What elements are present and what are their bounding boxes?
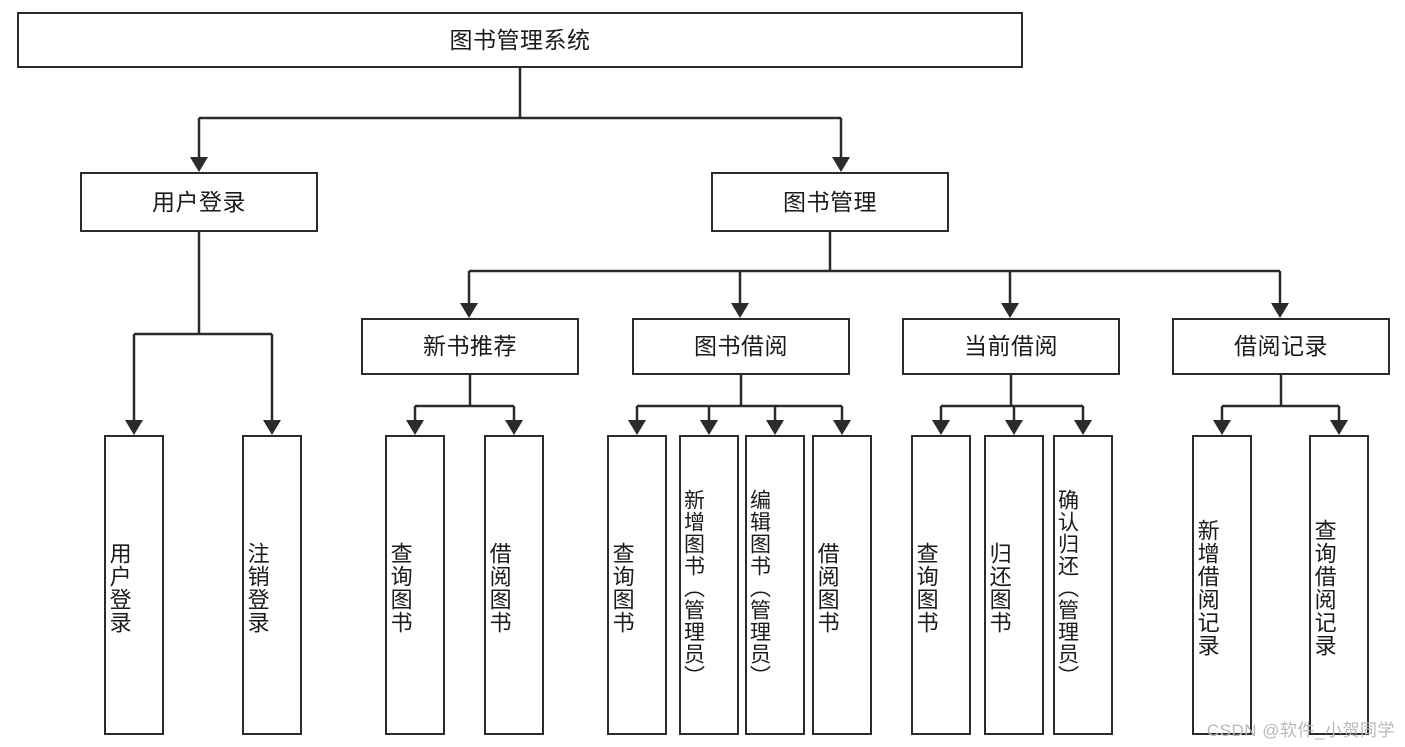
node-user-login[interactable]: 用户登录 xyxy=(80,172,318,232)
node-root[interactable]: 图书管理系统 xyxy=(17,12,1023,68)
node-leaf-edit-book[interactable]: 编辑图书（管理员） xyxy=(745,435,805,735)
node-leaf-query-book-cur[interactable]: 查询图书 xyxy=(911,435,971,735)
watermark: CSDN @软件_小贺同学 xyxy=(1206,721,1395,740)
node-leaf-return-book[interactable]: 归还图书 xyxy=(984,435,1044,735)
node-leaf-borrow-book-rec[interactable]: 借阅图书 xyxy=(484,435,544,735)
node-leaf-confirm-return[interactable]: 确认归还（管理员） xyxy=(1053,435,1113,735)
node-leaf-query-book-rec-label: 查询图书 xyxy=(387,542,413,634)
node-leaf-borrow-book-rec-label: 借阅图书 xyxy=(486,542,512,634)
link-bookborrow-to-leaves xyxy=(628,375,851,435)
node-leaf-query-book-cur-label: 查询图书 xyxy=(913,542,939,634)
node-leaf-query-record-label: 查询借阅记录 xyxy=(1311,519,1337,657)
node-leaf-return-book-label: 归还图书 xyxy=(986,542,1012,634)
node-current-borrow-label: 当前借阅 xyxy=(964,333,1058,360)
node-borrow-record-label: 借阅记录 xyxy=(1234,333,1328,360)
node-leaf-confirm-return-label: 确认归还（管理员） xyxy=(1055,489,1079,687)
node-leaf-add-book-label: 新增图书（管理员） xyxy=(681,489,705,687)
node-borrow-record[interactable]: 借阅记录 xyxy=(1172,318,1390,375)
node-book-manage-label: 图书管理 xyxy=(783,188,877,215)
node-root-label: 图书管理系统 xyxy=(449,26,591,53)
node-new-book-rec-label: 新书推荐 xyxy=(423,333,517,360)
node-leaf-user-login[interactable]: 用户登录 xyxy=(104,435,164,735)
node-leaf-add-book[interactable]: 新增图书（管理员） xyxy=(679,435,739,735)
node-leaf-query-book-borrow-label: 查询图书 xyxy=(609,542,635,634)
node-leaf-edit-book-label: 编辑图书（管理员） xyxy=(747,489,771,687)
link-userlogin-to-leaves xyxy=(125,232,281,435)
node-leaf-add-record[interactable]: 新增借阅记录 xyxy=(1192,435,1252,735)
node-leaf-logout-label: 注销登录 xyxy=(244,542,270,634)
link-root-to-level2 xyxy=(190,68,850,172)
node-leaf-borrow-book-label: 借阅图书 xyxy=(814,542,840,634)
node-current-borrow[interactable]: 当前借阅 xyxy=(902,318,1120,375)
node-leaf-query-book-rec[interactable]: 查询图书 xyxy=(385,435,445,735)
node-leaf-query-record[interactable]: 查询借阅记录 xyxy=(1309,435,1369,735)
node-leaf-user-login-label: 用户登录 xyxy=(106,542,132,634)
node-book-borrow[interactable]: 图书借阅 xyxy=(632,318,850,375)
node-new-book-rec[interactable]: 新书推荐 xyxy=(361,318,579,375)
node-leaf-logout[interactable]: 注销登录 xyxy=(242,435,302,735)
node-book-manage[interactable]: 图书管理 xyxy=(711,172,949,232)
link-borrowrecord-to-leaves xyxy=(1213,375,1348,435)
node-user-login-label: 用户登录 xyxy=(152,188,246,215)
node-leaf-borrow-book[interactable]: 借阅图书 xyxy=(812,435,872,735)
node-leaf-query-book-borrow[interactable]: 查询图书 xyxy=(607,435,667,735)
link-newbook-to-leaves xyxy=(406,375,523,435)
link-currentborrow-to-leaves xyxy=(932,375,1092,435)
node-book-borrow-label: 图书借阅 xyxy=(694,333,788,360)
link-bookmanage-to-level3 xyxy=(460,232,1289,318)
node-leaf-add-record-label: 新增借阅记录 xyxy=(1194,519,1220,657)
